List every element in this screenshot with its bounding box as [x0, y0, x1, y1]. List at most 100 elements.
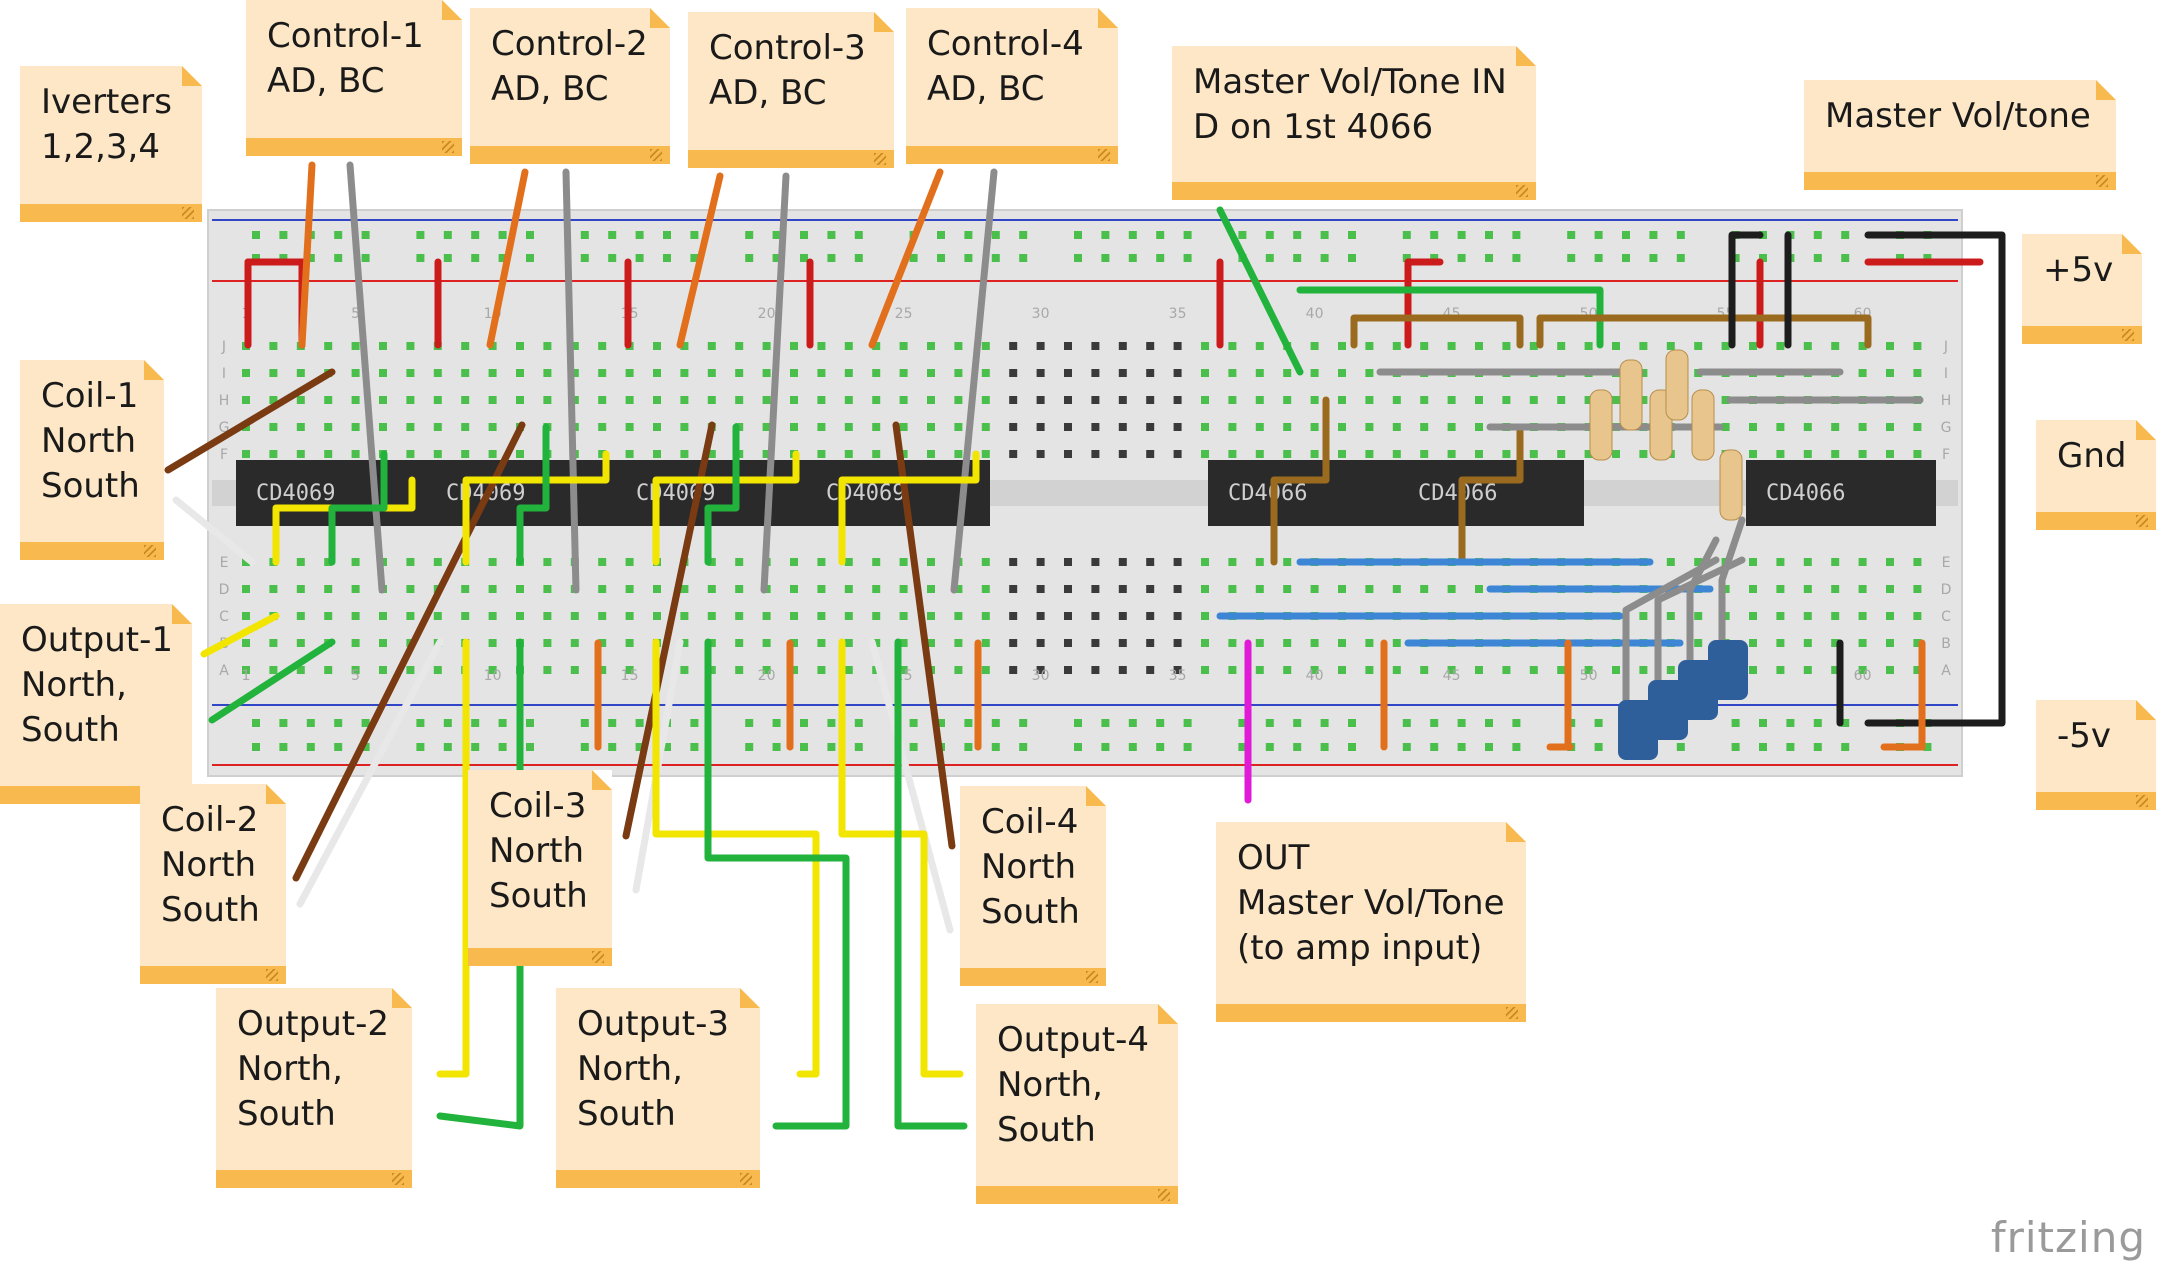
hole: [1091, 450, 1100, 458]
hole: [1228, 450, 1237, 458]
hole: [707, 612, 716, 620]
hole: [498, 743, 507, 751]
note-text: South: [981, 892, 1080, 932]
note-text: OUT: [1237, 838, 1310, 878]
hole: [1639, 666, 1648, 674]
note-text: AD, BC: [709, 73, 827, 113]
hole: [1118, 423, 1127, 431]
hole: [1841, 254, 1850, 262]
hole: [1430, 743, 1439, 751]
coil-return-wire: [296, 638, 444, 908]
hole: [817, 666, 826, 674]
hole: [351, 585, 360, 593]
note-text: Control-4: [927, 24, 1084, 64]
svg-text:CD4066: CD4066: [1418, 481, 1497, 506]
hole: [964, 231, 973, 239]
board-label: 5: [351, 306, 360, 322]
hole: [1913, 558, 1922, 566]
hole: [1146, 585, 1155, 593]
hole: [1156, 719, 1165, 727]
hole: [1803, 639, 1812, 647]
note-text: North: [981, 847, 1077, 887]
hole: [1639, 369, 1648, 377]
hole: [745, 743, 754, 751]
hole: [1074, 743, 1082, 751]
hole: [1475, 396, 1483, 404]
hole: [1858, 585, 1867, 593]
hole: [991, 254, 1000, 262]
hole: [443, 254, 452, 262]
pot-lead: [1718, 516, 1746, 654]
board-label: A: [219, 663, 229, 679]
hole: [1146, 639, 1155, 647]
note-footer: [556, 1170, 760, 1188]
master-in-wire: [1216, 206, 1304, 376]
note-text: Gnd: [2057, 436, 2127, 476]
hole: [269, 396, 278, 404]
hole: [296, 423, 305, 431]
note-footer: [976, 1186, 1178, 1204]
hole: [1886, 585, 1894, 593]
hole: [1731, 743, 1740, 751]
hole: [981, 369, 990, 377]
hole: [1146, 423, 1155, 431]
board-label: 5: [351, 668, 360, 684]
hole: [1402, 254, 1411, 262]
note-grip: [1516, 185, 1528, 197]
hole: [598, 342, 607, 350]
hole: [324, 342, 333, 350]
hole: [488, 666, 497, 674]
board-label: F: [220, 447, 228, 463]
hole: [580, 254, 589, 262]
hole: [1255, 396, 1264, 404]
hole: [663, 231, 671, 239]
hole: [1091, 342, 1100, 350]
resistors: [1589, 349, 1743, 521]
hole: [379, 396, 387, 404]
hole: [1009, 639, 1018, 647]
hole: [1402, 719, 1411, 727]
hole: [1485, 254, 1493, 262]
hole: [991, 743, 1000, 751]
hole: [1009, 450, 1018, 458]
hole: [954, 342, 963, 350]
hole: [296, 558, 305, 566]
hole: [1813, 231, 1822, 239]
note-footer: [20, 542, 164, 560]
hole: [653, 423, 661, 431]
hole: [526, 231, 534, 239]
hole: [279, 254, 288, 262]
hole: [1320, 254, 1329, 262]
hole: [324, 666, 333, 674]
hole: [981, 666, 990, 674]
board-label: B: [1941, 636, 1951, 652]
hole: [1320, 719, 1329, 727]
hole: [334, 743, 343, 751]
hole: [498, 254, 507, 262]
hole: [269, 342, 278, 350]
hole: [1831, 666, 1840, 674]
hole: [406, 585, 415, 593]
hole: [1721, 612, 1730, 620]
hole: [1749, 639, 1757, 647]
hole: [1886, 666, 1894, 674]
note-text: Coil-4: [981, 802, 1079, 842]
hole: [1173, 639, 1182, 647]
hole: [899, 396, 908, 404]
hole: [1338, 450, 1346, 458]
hole: [406, 342, 415, 350]
hole: [324, 612, 333, 620]
hole: [707, 450, 716, 458]
note-text: North: [41, 421, 137, 461]
hole: [1036, 585, 1045, 593]
hole: [406, 369, 415, 377]
hole: [1557, 450, 1566, 458]
hole: [1858, 558, 1867, 566]
hole: [1475, 450, 1483, 458]
hole: [1183, 743, 1192, 751]
hole: [488, 450, 497, 458]
hole: [653, 342, 661, 350]
hole: [1283, 450, 1292, 458]
hole: [1392, 423, 1401, 431]
